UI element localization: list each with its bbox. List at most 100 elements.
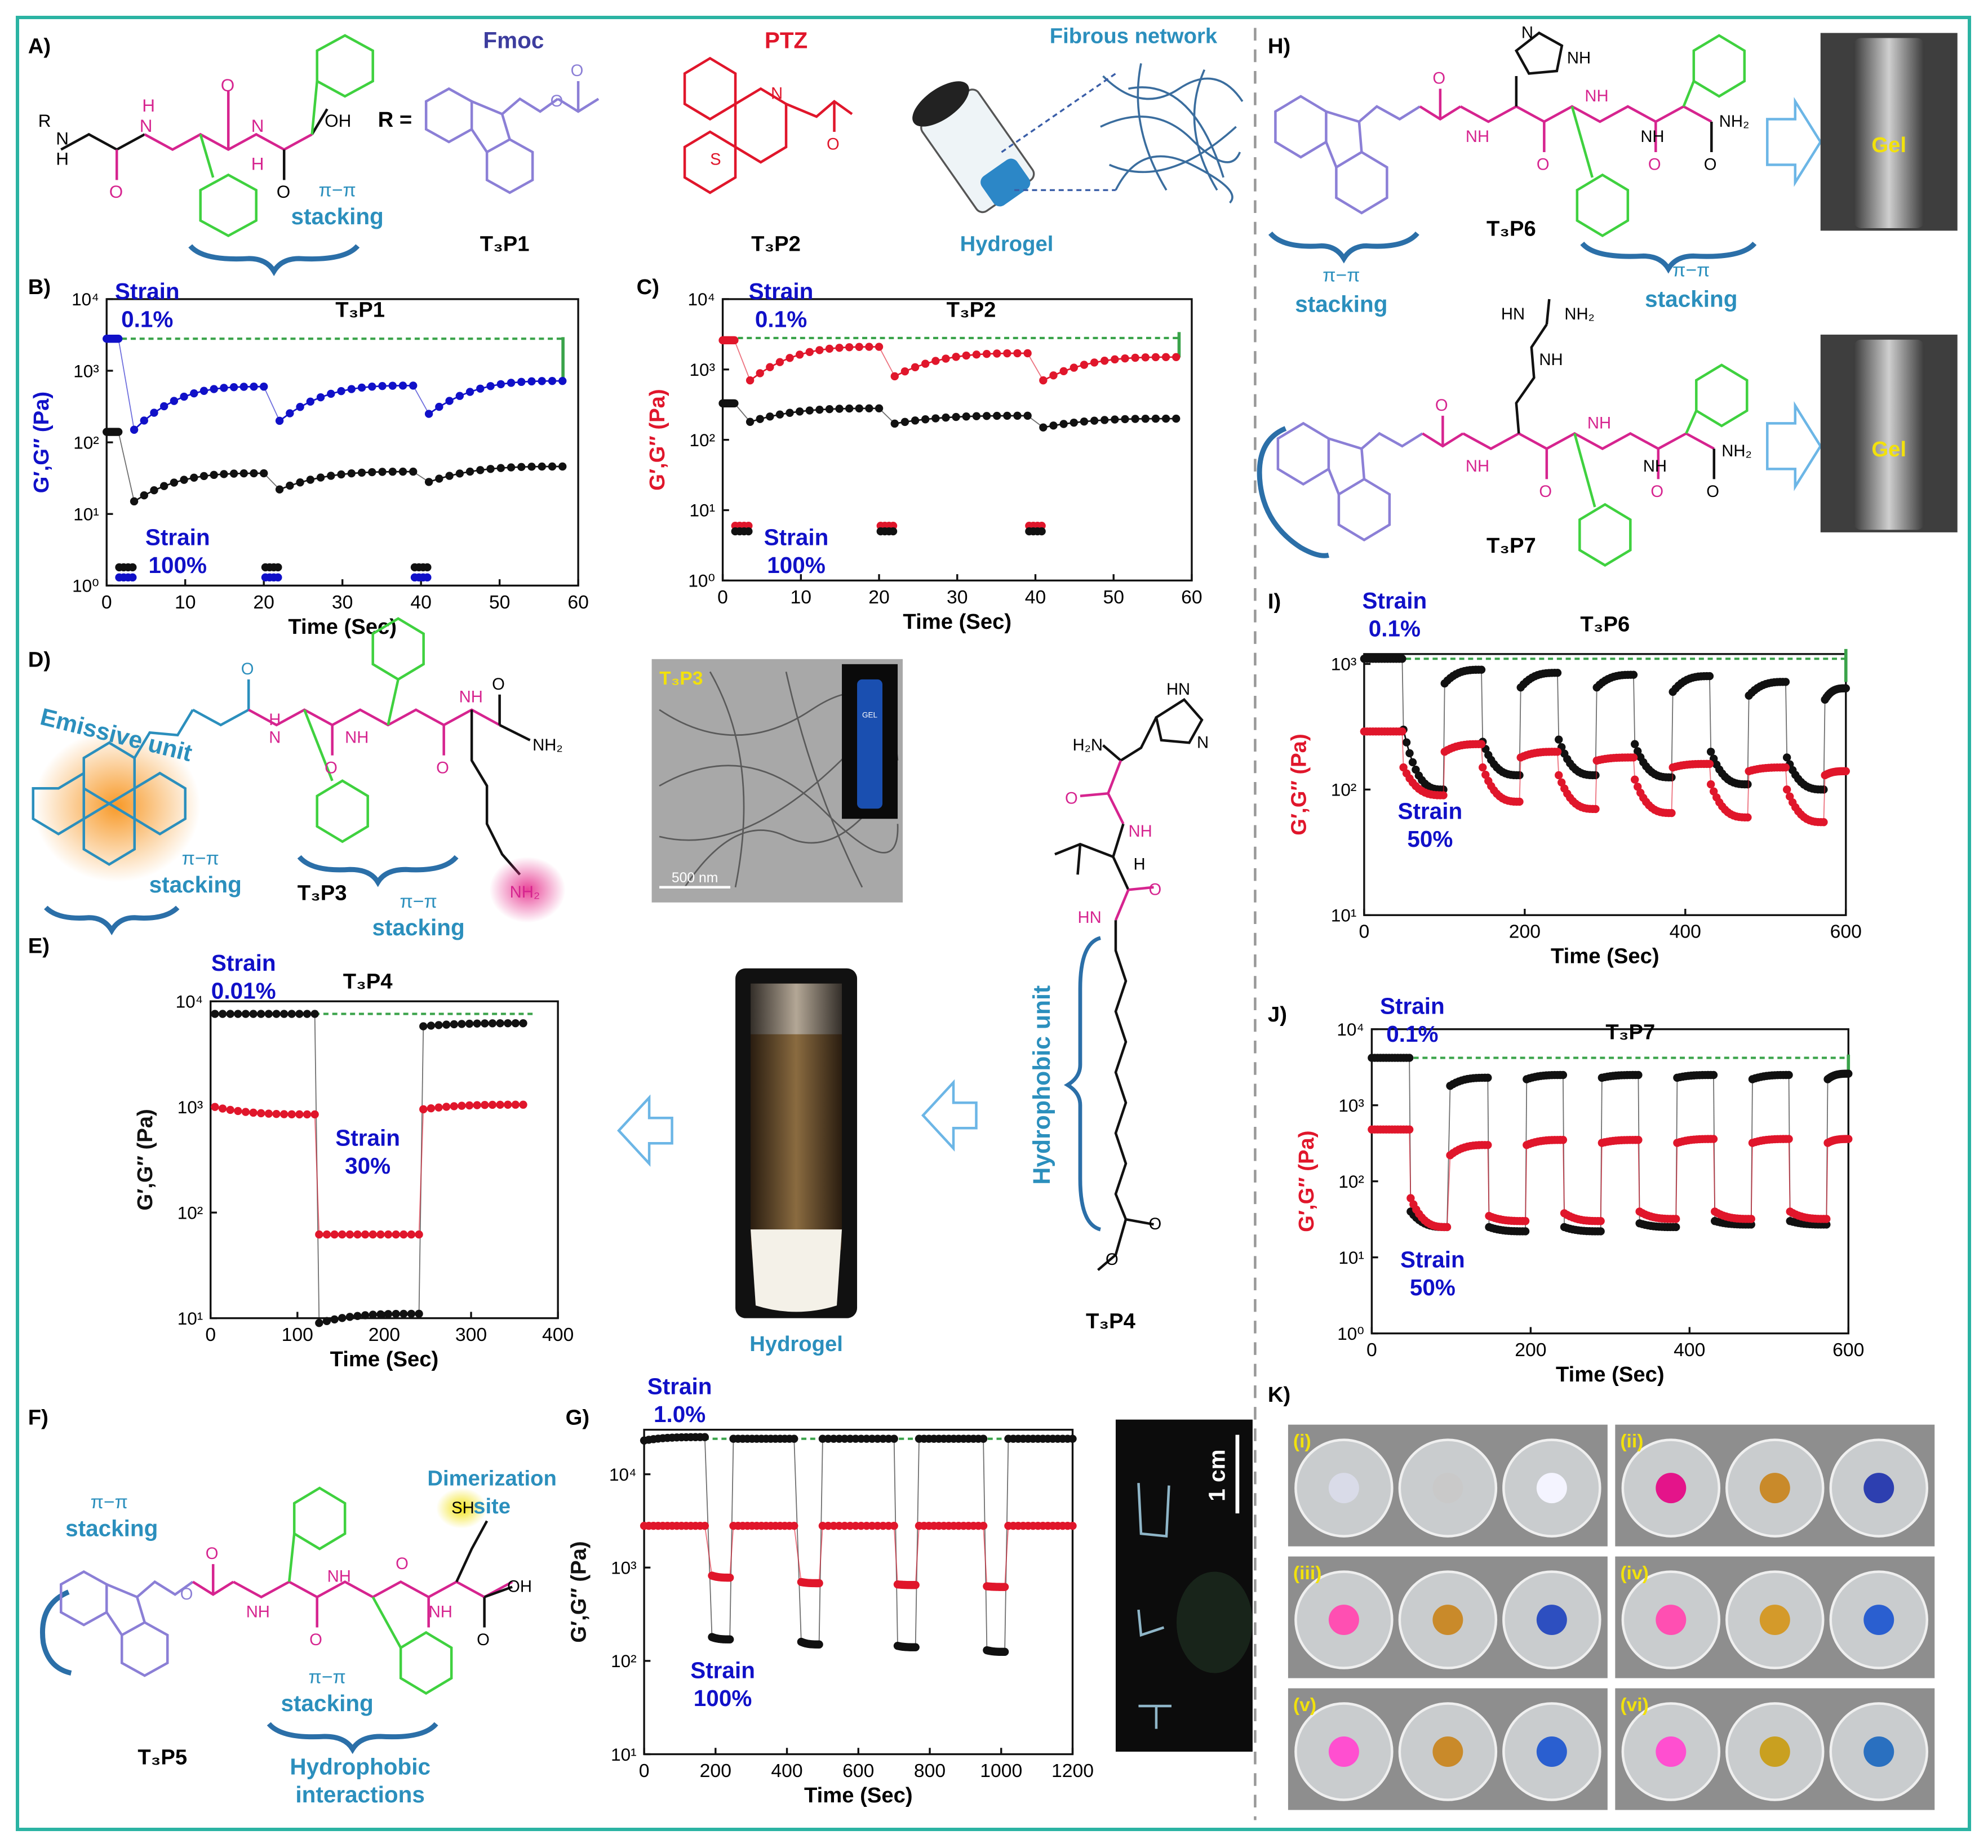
data-point — [1000, 1647, 1009, 1656]
y-axis-label: G′,G″ (Pa) — [567, 1541, 591, 1642]
pipi-text: π−π — [319, 180, 356, 201]
data-point — [250, 469, 258, 478]
t3p5-sh: SH — [451, 1499, 474, 1517]
pipi-text: π−π — [1323, 264, 1360, 286]
data-point — [845, 343, 854, 352]
data-point — [476, 466, 485, 474]
t3p7-o3: O — [1650, 483, 1663, 501]
data-point — [1844, 1069, 1853, 1078]
amine-glow — [489, 856, 566, 923]
x-axis-label: Time (Sec) — [1551, 944, 1659, 969]
data-point — [295, 1010, 304, 1018]
ptz-n: N — [771, 85, 783, 103]
segment-connector — [1785, 682, 1788, 758]
t3p6-label: T₃P6 — [1486, 216, 1536, 241]
t3p7-nh: NH — [1539, 351, 1563, 369]
data-point — [1090, 416, 1099, 425]
data-point — [264, 1109, 273, 1118]
t3p7-o4: O — [1706, 483, 1719, 501]
ptz-o: O — [827, 135, 840, 153]
atom-oh: OH — [325, 110, 351, 131]
segment-connector — [915, 1438, 920, 1647]
data-point — [1049, 421, 1058, 430]
segment-connector — [983, 1438, 988, 1651]
atom-n3: N — [251, 115, 264, 136]
brace-h1-left — [1268, 231, 1419, 264]
data-point — [1151, 414, 1160, 423]
y-tick-label: 10² — [1338, 1171, 1364, 1192]
data-point — [322, 1317, 331, 1325]
stacking-text: stacking — [149, 872, 242, 898]
segment-connector — [1675, 1143, 1678, 1219]
t3p4-h2n: H₂N — [1072, 736, 1103, 754]
strain-annotation: Strain — [145, 524, 210, 550]
strain-annotation: Strain — [764, 524, 829, 550]
data-point — [548, 376, 557, 385]
structure-t3p-core — [60, 34, 374, 237]
data-point — [150, 408, 158, 417]
panel-labels: A) B) C) D) E) F) G) H) I) J) K) — [28, 34, 1291, 1429]
hydrophobic-interactions-2: interactions — [295, 1782, 424, 1807]
brace-h1-right — [1580, 241, 1757, 274]
data-point — [322, 1230, 331, 1239]
data-point — [496, 1100, 504, 1109]
data-point — [855, 404, 864, 413]
data-point — [345, 1313, 354, 1321]
data-point — [1111, 415, 1119, 424]
data-point-low — [128, 563, 137, 572]
t3p4-n: N — [1197, 734, 1209, 752]
strain-annotation: 100% — [148, 552, 207, 578]
data-point — [442, 1020, 451, 1029]
data-point — [415, 1309, 423, 1318]
data-point — [519, 1100, 527, 1109]
strain-annotation: 0.1% — [755, 306, 807, 332]
hydrogel-vial-icon — [912, 81, 1035, 214]
segment-connector — [1562, 1140, 1565, 1214]
data-point — [900, 367, 909, 376]
segment-connector — [1401, 731, 1404, 768]
x-tick-label: 600 — [1832, 1339, 1864, 1361]
dimerization-label-2: site — [473, 1494, 511, 1518]
data-point — [434, 1021, 443, 1029]
data-point — [218, 1010, 227, 1018]
data-point — [1100, 357, 1109, 365]
strain-annotation: 100% — [694, 1685, 752, 1711]
data-point — [347, 385, 356, 393]
data-point — [1161, 414, 1170, 423]
data-point — [337, 470, 345, 479]
panel-label-h: H) — [1268, 34, 1290, 58]
t3p5-atom-labels: O O NH O NH O NH SH OH O — [180, 1499, 532, 1649]
x-tick-label: 1000 — [980, 1760, 1022, 1782]
t3p6-o1: O — [1432, 69, 1445, 87]
hydrophobic-unit-label: Hydrophobic unit — [1028, 985, 1055, 1185]
y-tick-label: 10⁰ — [688, 571, 715, 591]
brace-a — [188, 244, 360, 277]
x-tick-label: 400 — [771, 1760, 802, 1782]
data-point — [931, 357, 940, 365]
data-point — [952, 412, 960, 421]
data-point — [1706, 780, 1715, 789]
data-point — [1479, 763, 1487, 772]
data-point — [548, 462, 557, 471]
t3p4-o3: O — [1148, 1215, 1161, 1233]
k-sub-label: (iii) — [1293, 1562, 1322, 1584]
series-g-double-prime — [1360, 727, 1850, 827]
data-point — [1100, 416, 1109, 424]
y-tick-label: 10¹ — [1338, 1247, 1364, 1268]
gel-label-1: Gel — [1871, 133, 1906, 157]
strain-annotation: Strain — [1400, 1247, 1465, 1273]
k-photo-grid: (i)(ii)(iii)(iv)(v)(vi) — [1288, 1424, 1935, 1810]
data-point-low — [889, 527, 898, 536]
data-point — [407, 1309, 416, 1318]
t3p4-o1: O — [1065, 789, 1078, 807]
y-tick-label: 10² — [611, 1651, 637, 1671]
segment-connector — [729, 1526, 734, 1578]
panel-label-i: I) — [1268, 589, 1281, 614]
data-point-low — [128, 573, 137, 582]
data-point — [190, 473, 198, 482]
data-point — [315, 1230, 323, 1239]
